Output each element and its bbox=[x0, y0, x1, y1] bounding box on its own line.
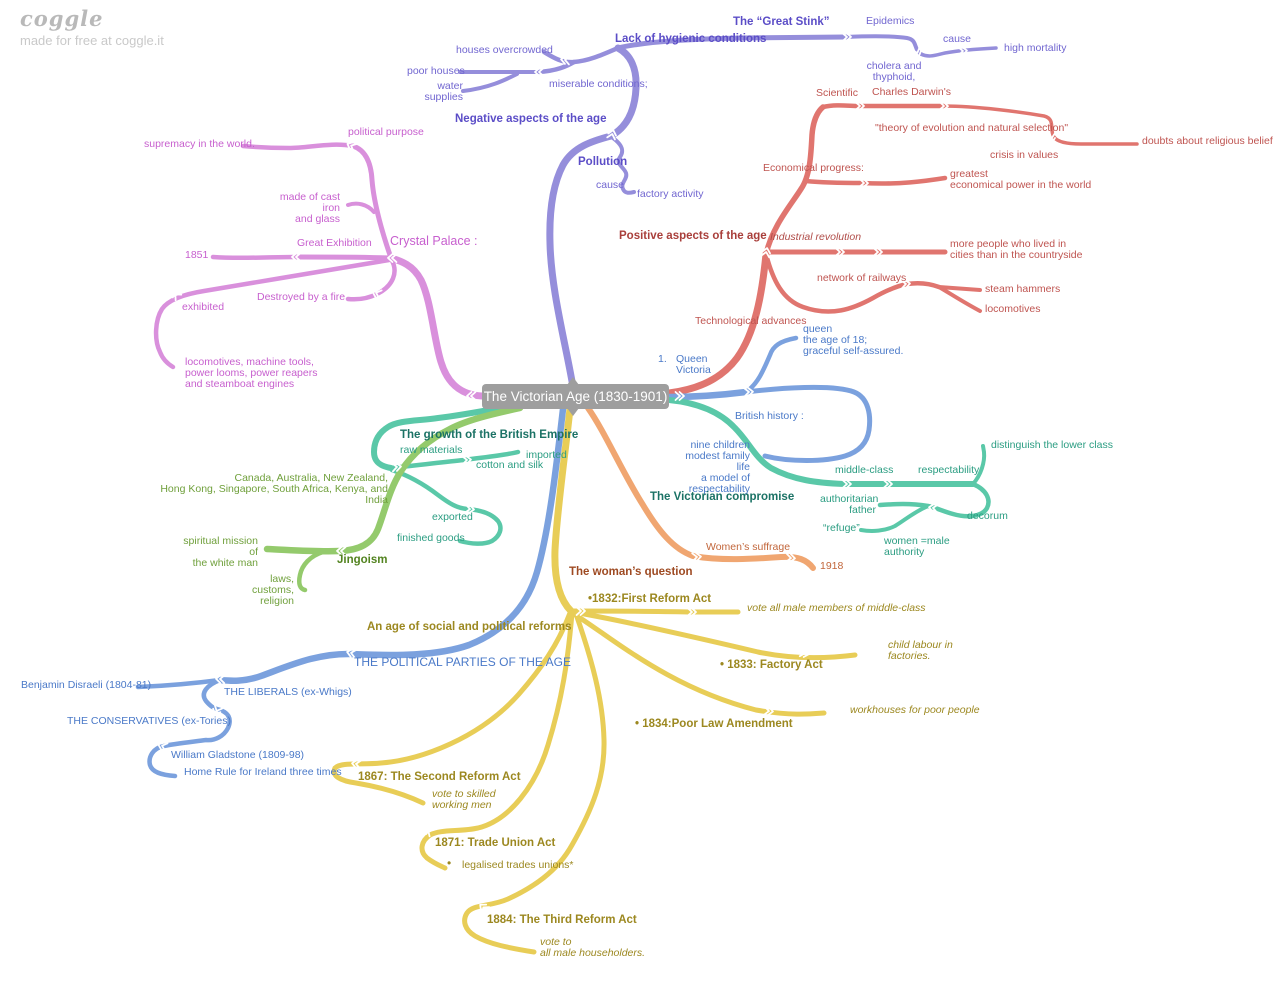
node-locomotives[interactable]: locomotives bbox=[985, 303, 1041, 315]
node-distinguish-lower-class[interactable]: distinguish the lower class bbox=[991, 439, 1113, 451]
node-1834-poor-law[interactable]: • 1834:Poor Law Amendment bbox=[635, 718, 793, 730]
branch-positive-aspects-lines bbox=[665, 103, 1139, 397]
node-1918[interactable]: 1918 bbox=[820, 560, 844, 572]
node-steam-hammers[interactable]: steam hammers bbox=[985, 283, 1061, 295]
node-industrial-revolution[interactable]: Industrial revolution bbox=[770, 231, 862, 243]
node-economical-progress[interactable]: Economical progress: bbox=[763, 162, 864, 174]
node-refuge[interactable]: “refuge” bbox=[823, 522, 860, 534]
node-jingoism-title[interactable]: Jingoism bbox=[337, 554, 388, 566]
node-age-of-reforms-title[interactable]: An age of social and political reforms bbox=[367, 621, 572, 633]
node-laws-customs-religion[interactable]: laws, customs, religion bbox=[251, 573, 294, 607]
node-greatest-economical-power[interactable]: greatest economical power in the world bbox=[950, 168, 1092, 191]
bullet-icon: • bbox=[447, 856, 452, 870]
node-cholera-thyphoid[interactable]: cholera and thyphoid, bbox=[866, 60, 922, 83]
node-empire-countries[interactable]: Canada, Australia, New Zealand, Hong Kon… bbox=[160, 472, 388, 506]
node-benjamin-disraeli[interactable]: Benjamin Disraeli (1804-81) bbox=[21, 679, 152, 691]
node-1832-first-reform-act[interactable]: •1832:First Reform Act bbox=[588, 593, 712, 605]
node-cotton-and-silk[interactable]: cotton and silk bbox=[476, 459, 544, 471]
node-theory-of-evolution[interactable]: "theory of evolution and natural selecti… bbox=[875, 122, 1069, 134]
node-conservatives[interactable]: THE CONSERVATIVES (ex-Tories) bbox=[67, 715, 231, 727]
node-locomotives-machines[interactable]: locomotives, machine tools, power looms,… bbox=[185, 356, 318, 390]
node-decorum[interactable]: decorum bbox=[967, 510, 1008, 522]
node-queen-age-18[interactable]: queen the age of 18; graceful self-assur… bbox=[803, 323, 904, 357]
node-charles-darwin[interactable]: Charles Darwin's bbox=[872, 86, 952, 98]
node-finished-goods[interactable]: finished goods bbox=[397, 532, 465, 544]
node-pollution-cause[interactable]: cause bbox=[596, 179, 625, 191]
node-destroyed-by-fire[interactable]: Destroyed by a fire bbox=[257, 291, 346, 303]
node-british-empire-title[interactable]: The growth of the British Empire bbox=[400, 429, 579, 441]
node-vote-skilled-working-men[interactable]: vote to skilled working men bbox=[432, 788, 496, 811]
node-supremacy[interactable]: supremacy in the world. bbox=[144, 138, 255, 150]
node-legalised-trades-unions[interactable]: legalised trades unions* bbox=[462, 859, 574, 871]
node-william-gladstone[interactable]: William Gladstone (1809-98) bbox=[171, 749, 305, 761]
node-more-people-cities[interactable]: more people who lived in cities than in … bbox=[950, 238, 1083, 261]
node-houses-overcrowded[interactable]: houses overcrowded bbox=[456, 44, 553, 56]
node-pollution[interactable]: Pollution bbox=[578, 156, 628, 168]
node-positive-aspects-title[interactable]: Positive aspects of the age bbox=[619, 230, 767, 242]
node-exhibited[interactable]: exhibited bbox=[182, 301, 225, 313]
node-exported[interactable]: exported bbox=[432, 511, 473, 523]
node-factory-activity[interactable]: factory activity bbox=[637, 188, 704, 200]
node-crisis-in-values[interactable]: crisis in values bbox=[990, 149, 1059, 161]
branch-political-parties-lines bbox=[135, 405, 567, 779]
coggle-logo[interactable]: coggle bbox=[20, 6, 104, 31]
branch-queen-victoria-lines bbox=[665, 335, 873, 463]
node-home-rule-ireland[interactable]: Home Rule for Ireland three times bbox=[184, 766, 342, 778]
node-womens-suffrage[interactable]: Women’s suffrage bbox=[706, 541, 791, 553]
node-victorian-compromise-title[interactable]: The Victorian compromise bbox=[650, 491, 795, 503]
node-queen-victoria[interactable]: Queen Victoria bbox=[676, 353, 711, 376]
node-vote-all-male-householders[interactable]: vote to all male householders. bbox=[540, 936, 646, 959]
node-great-exhibition[interactable]: Great Exhibition bbox=[297, 237, 372, 249]
node-technological-advances[interactable]: Technological advances bbox=[695, 315, 807, 327]
node-cause[interactable]: cause bbox=[943, 33, 972, 45]
node-vote-all-male-middle-class[interactable]: vote all male members of middle-class bbox=[747, 602, 926, 614]
node-raw-materials[interactable]: raw materials bbox=[400, 444, 463, 456]
branch-reforms-lines bbox=[331, 405, 858, 955]
node-crystal-palace-title[interactable]: Crystal Palace : bbox=[390, 234, 478, 248]
node-high-mortality[interactable]: high mortality bbox=[1004, 42, 1067, 54]
node-authoritarian-father[interactable]: authoritarian father bbox=[820, 493, 879, 516]
node-queen-victoria-number: 1. bbox=[658, 353, 667, 365]
node-doubts-religious-belief[interactable]: doubts about religious belief bbox=[1142, 135, 1273, 147]
branch-victorian-compromise-lines bbox=[666, 397, 991, 533]
node-middle-class[interactable]: middle-class bbox=[835, 464, 894, 476]
node-scientific[interactable]: Scientific bbox=[816, 87, 859, 99]
node-epidemics[interactable]: Epidemics bbox=[866, 15, 915, 27]
node-network-of-railways[interactable]: network of railways bbox=[817, 272, 907, 284]
node-political-parties-title[interactable]: THE POLITICAL PARTIES OF THE AGE bbox=[354, 655, 571, 669]
node-1833-factory-act[interactable]: • 1833: Factory Act bbox=[720, 659, 823, 671]
coggle-tagline: made for free at coggle.it bbox=[20, 33, 164, 48]
node-great-stink[interactable]: The “Great Stink” bbox=[733, 16, 830, 28]
branch-british-empire-lines bbox=[370, 405, 521, 546]
node-1851[interactable]: 1851 bbox=[185, 249, 209, 261]
node-nine-children[interactable]: nine children modest family life a model… bbox=[685, 439, 750, 495]
node-1884-third-reform-act[interactable]: 1884: The Third Reform Act bbox=[487, 914, 637, 926]
node-1867-second-reform-act[interactable]: 1867: The Second Reform Act bbox=[358, 771, 521, 783]
node-cast-iron-glass[interactable]: made of cast iron and glass bbox=[279, 191, 340, 225]
node-womans-question-title[interactable]: The woman’s question bbox=[569, 566, 693, 578]
branch-negative-aspects-lines bbox=[458, 34, 998, 391]
node-1871-trade-union-act[interactable]: 1871: Trade Union Act bbox=[435, 837, 556, 849]
branch-jingoism-lines bbox=[263, 404, 524, 593]
node-women-male-authority[interactable]: women =male authority bbox=[884, 535, 950, 558]
node-poor-houses[interactable]: poor houses bbox=[407, 65, 465, 77]
node-respectability[interactable]: respectability bbox=[918, 464, 980, 476]
root-node[interactable]: The Victorian Age (1830-1901) bbox=[482, 384, 669, 409]
node-water-supplies[interactable]: water supplies bbox=[424, 80, 463, 103]
node-miserable-conditions[interactable]: miserable conditions; bbox=[549, 78, 648, 90]
node-negative-aspects-title[interactable]: Negative aspects of the age bbox=[455, 113, 607, 125]
node-workhouses[interactable]: workhouses for poor people bbox=[850, 704, 980, 716]
node-political-purpose[interactable]: political purpose bbox=[348, 126, 424, 138]
node-imported[interactable]: imported bbox=[526, 449, 567, 461]
root-node-notches bbox=[567, 377, 579, 416]
node-spiritual-mission[interactable]: spiritual mission of the white man bbox=[183, 535, 258, 569]
node-british-history[interactable]: British history : bbox=[735, 410, 804, 422]
node-lack-of-hygienic-conditions[interactable]: Lack of hygienic conditions bbox=[615, 33, 767, 45]
node-liberals[interactable]: THE LIBERALS (ex-Whigs) bbox=[224, 686, 352, 698]
node-child-labour[interactable]: child labour in factories. bbox=[888, 639, 953, 662]
